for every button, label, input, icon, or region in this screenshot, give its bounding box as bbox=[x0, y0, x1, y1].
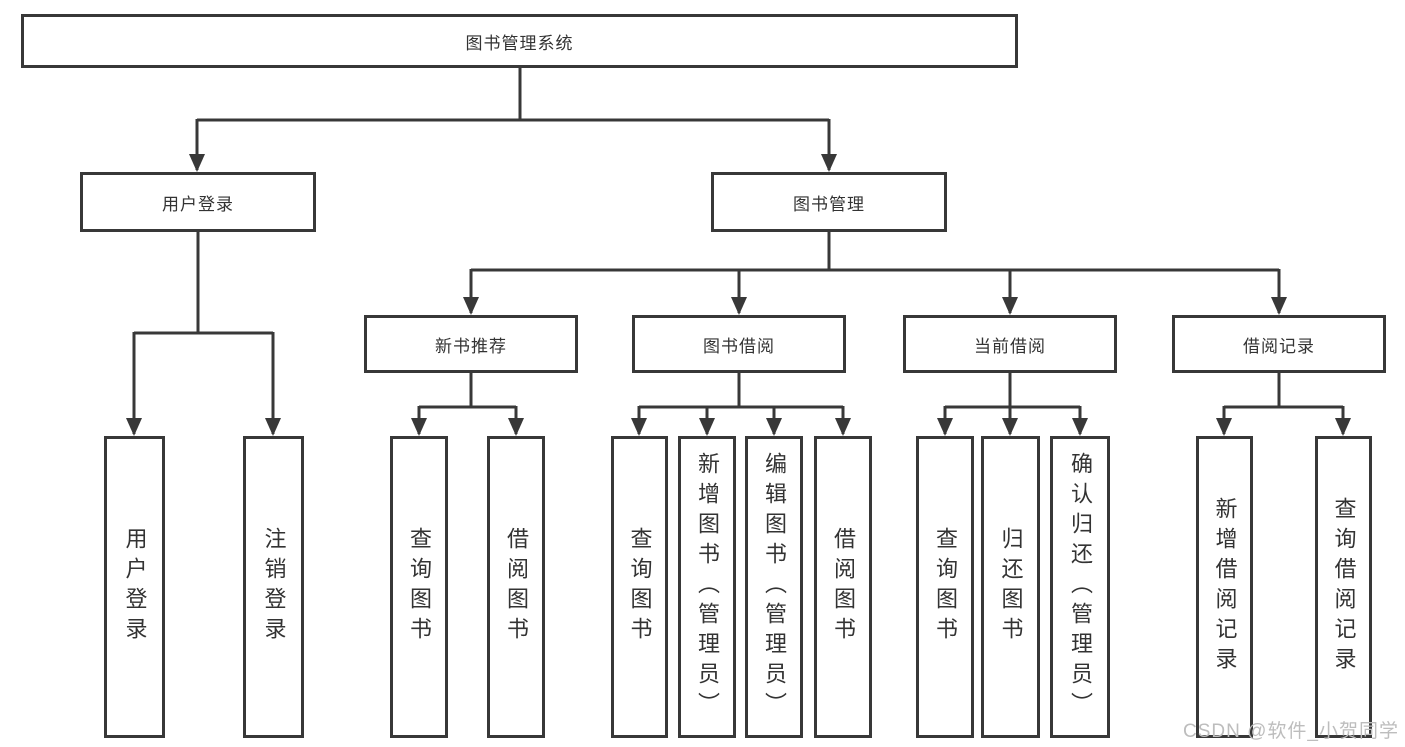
node-user-login-branch: 用户登录 bbox=[80, 172, 316, 232]
node-book-borrow: 图书借阅 bbox=[632, 315, 846, 373]
node-label: 借阅记录 bbox=[1243, 336, 1315, 356]
leaf-query-books-borrow: 查询图书 bbox=[611, 436, 668, 738]
leaf-query-books-current: 查询图书 bbox=[916, 436, 974, 738]
node-label: 查询图书 bbox=[627, 527, 653, 647]
node-label: 新增借阅记录 bbox=[1212, 497, 1238, 677]
node-label: 借阅图书 bbox=[831, 527, 856, 647]
node-current-borrow: 当前借阅 bbox=[903, 315, 1117, 373]
node-label: 查询图书 bbox=[407, 527, 432, 647]
node-label: 图书管理 bbox=[793, 194, 865, 214]
node-label: 新增图书（管理员） bbox=[695, 452, 720, 722]
node-new-book-recommend: 新书推荐 bbox=[364, 315, 578, 373]
node-label: 借阅图书 bbox=[504, 527, 529, 647]
node-book-management: 图书管理 bbox=[711, 172, 947, 232]
leaf-add-books-admin: 新增图书（管理员） bbox=[678, 436, 736, 738]
node-label: 归还图书 bbox=[998, 527, 1024, 647]
leaf-confirm-return-admin: 确认归还（管理员） bbox=[1050, 436, 1110, 738]
leaf-query-borrow-record: 查询借阅记录 bbox=[1315, 436, 1372, 738]
node-label: 图书管理系统 bbox=[465, 33, 574, 53]
watermark: CSDN @软件_小贺同学 bbox=[1183, 721, 1399, 742]
node-label: 确认归还（管理员） bbox=[1068, 452, 1093, 722]
node-label: 查询借阅记录 bbox=[1331, 497, 1357, 677]
leaf-borrow-books-recommend: 借阅图书 bbox=[487, 436, 545, 738]
leaf-borrow-books: 借阅图书 bbox=[814, 436, 872, 738]
node-label: 图书借阅 bbox=[703, 336, 775, 356]
node-borrow-records: 借阅记录 bbox=[1172, 315, 1386, 373]
node-label: 编辑图书（管理员） bbox=[762, 452, 787, 722]
node-label: 查询图书 bbox=[933, 527, 958, 647]
node-root: 图书管理系统 bbox=[21, 14, 1018, 68]
leaf-user-login: 用户登录 bbox=[104, 436, 165, 738]
leaf-logout: 注销登录 bbox=[243, 436, 304, 738]
leaf-return-books: 归还图书 bbox=[981, 436, 1040, 738]
node-label: 当前借阅 bbox=[974, 336, 1046, 356]
node-label: 用户登录 bbox=[162, 194, 234, 214]
leaf-edit-books-admin: 编辑图书（管理员） bbox=[745, 436, 803, 738]
node-label: 用户登录 bbox=[122, 527, 148, 647]
node-label: 新书推荐 bbox=[435, 336, 507, 356]
leaf-add-borrow-record: 新增借阅记录 bbox=[1196, 436, 1253, 738]
node-label: 注销登录 bbox=[261, 527, 287, 647]
leaf-query-books-recommend: 查询图书 bbox=[390, 436, 448, 738]
